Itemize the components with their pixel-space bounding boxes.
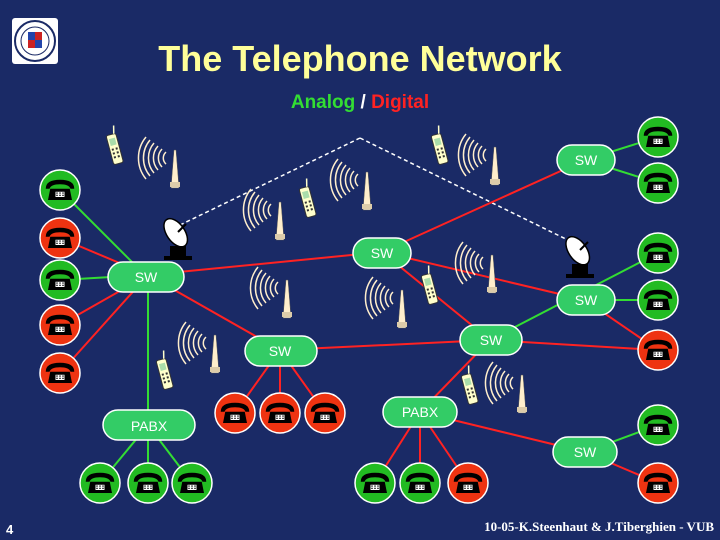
university-logo-icon xyxy=(12,18,58,64)
telephone-icon xyxy=(259,392,301,434)
radio-tower-icon xyxy=(177,321,221,374)
telephone-icon xyxy=(637,279,679,321)
subtitle-analog: Analog xyxy=(290,92,356,113)
radio-tower-icon xyxy=(329,158,373,211)
svg-text:SW: SW xyxy=(480,332,503,348)
page-number: 4 xyxy=(6,522,14,537)
telephone-icon xyxy=(39,352,81,394)
telephone-icon xyxy=(637,116,679,158)
svg-text:PABX: PABX xyxy=(402,404,439,420)
telephone-icon xyxy=(127,462,169,504)
radio-tower-icon xyxy=(454,241,498,294)
telephone-icon xyxy=(171,462,213,504)
subtitle-digital: Digital xyxy=(371,92,430,113)
svg-text:SW: SW xyxy=(135,269,158,285)
switch-node: SW xyxy=(459,324,523,356)
cell-phone-icon xyxy=(458,364,480,406)
telephone-icon xyxy=(399,462,441,504)
telephone-icon xyxy=(354,462,396,504)
cell-phone-icon xyxy=(296,177,318,219)
footer-credit: 10-05-K.Steenhaut & J.Tiberghien - VUB xyxy=(484,519,714,534)
telephone-icon xyxy=(637,404,679,446)
telephone-icon xyxy=(304,392,346,434)
telephone-icon xyxy=(637,462,679,504)
switch-node: SW xyxy=(552,436,618,468)
subtitle-separator: / xyxy=(360,92,366,113)
switch-node: SW xyxy=(556,144,616,176)
radio-tower-icon xyxy=(137,136,181,189)
telephone-icon xyxy=(214,392,256,434)
cell-phone-icon xyxy=(428,124,450,166)
svg-text:PABX: PABX xyxy=(131,418,168,434)
switch-node: SW xyxy=(244,335,318,367)
slide-subtitle: Analog / Digital xyxy=(0,92,720,114)
telephone-icon xyxy=(447,462,489,504)
telephone-icon xyxy=(637,232,679,274)
svg-text:SW: SW xyxy=(371,245,394,261)
switch-node: SW xyxy=(556,284,616,316)
telephone-icon xyxy=(637,162,679,204)
radio-tower-icon xyxy=(249,266,293,319)
cell-phone-icon xyxy=(103,124,125,166)
telephone-icon xyxy=(39,169,81,211)
telephone-icon xyxy=(79,462,121,504)
radio-tower-icon xyxy=(364,276,408,329)
pabx-node: PABX xyxy=(382,396,458,428)
satellite-dish-icon xyxy=(560,231,596,279)
satellite-link xyxy=(179,137,579,246)
radio-tower-icon xyxy=(242,188,286,241)
svg-text:SW: SW xyxy=(575,292,598,308)
svg-text:SW: SW xyxy=(269,343,292,359)
cell-phone-icon xyxy=(153,349,175,391)
svg-text:SW: SW xyxy=(574,444,597,460)
telephone-icon xyxy=(39,217,81,259)
slide-title: The Telephone Network xyxy=(158,38,562,79)
svg-text:SW: SW xyxy=(575,152,598,168)
radio-tower-icon xyxy=(484,361,528,414)
telephone-icon xyxy=(39,259,81,301)
telephone-icon xyxy=(39,304,81,346)
telephone-icon xyxy=(637,329,679,371)
radio-tower-icon xyxy=(457,133,501,186)
switch-node: SW xyxy=(352,237,412,269)
pabx-node: PABX xyxy=(102,409,196,441)
switch-node: SW xyxy=(107,261,185,293)
